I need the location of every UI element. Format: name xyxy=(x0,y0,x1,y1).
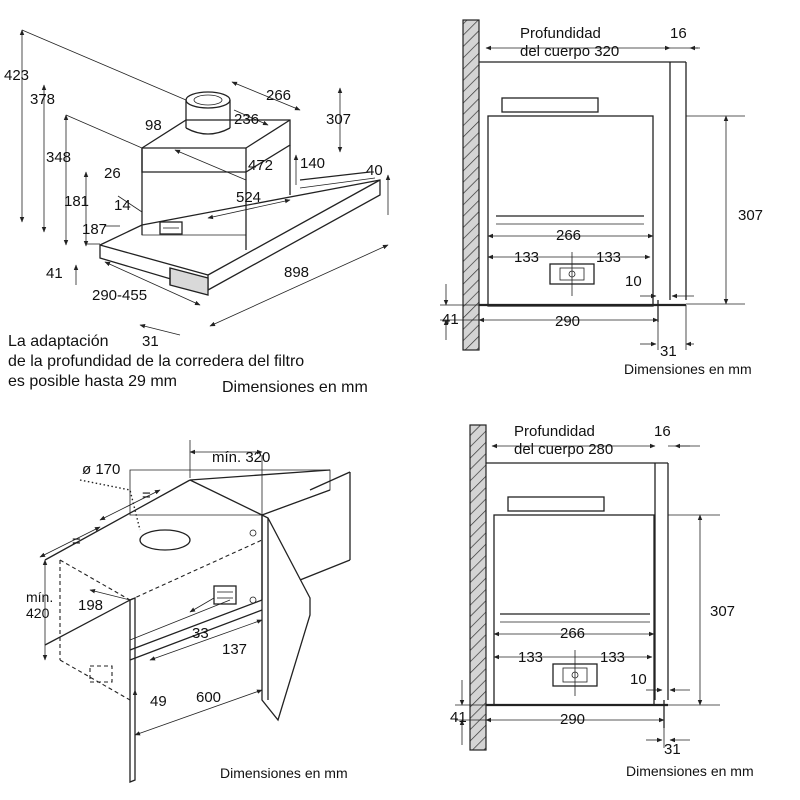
dim-equal-1: = xyxy=(142,487,151,504)
dim-348: 348 xyxy=(46,149,71,166)
dim-307-b: 307 xyxy=(710,603,735,620)
iso-hood-dimensions: 423 378 348 181 187 41 26 14 98 266 236 … xyxy=(4,67,383,396)
dim-236: 236 xyxy=(234,111,259,128)
dim-41-right: 41 xyxy=(442,311,459,328)
dim-290-right: 290 xyxy=(555,313,580,330)
dim-307: 307 xyxy=(326,111,351,128)
section-280-drawing xyxy=(455,424,720,751)
dim-133-a: 133 xyxy=(514,249,539,266)
dim-378: 378 xyxy=(30,91,55,108)
dim-524: 524 xyxy=(236,189,261,206)
caption-top-right: Dimensiones en mm xyxy=(624,361,752,377)
dim-hole-diameter: ø 170 xyxy=(82,461,120,478)
dim-equal-2: = xyxy=(72,533,81,550)
caption-bottom-left: Dimensiones en mm xyxy=(220,765,348,781)
dim-290-455: 290-455 xyxy=(92,287,147,304)
dim-198: 198 xyxy=(78,597,103,614)
dim-49: 49 xyxy=(150,693,167,710)
dim-min-320: mín. 320 xyxy=(212,449,270,466)
dim-137: 137 xyxy=(222,641,247,658)
dim-31-b: 31 xyxy=(664,741,681,758)
dim-14: 14 xyxy=(114,197,131,214)
dim-181: 181 xyxy=(64,193,89,210)
dim-266-b: 266 xyxy=(560,625,585,642)
section-320-drawing xyxy=(440,19,745,351)
dim-16-b: 16 xyxy=(654,423,671,440)
dim-31: 31 xyxy=(142,333,159,350)
dim-41-b: 41 xyxy=(450,709,467,726)
dim-307-right: 307 xyxy=(738,207,763,224)
dim-min-420-b: 420 xyxy=(26,605,50,621)
dim-133-b: 133 xyxy=(596,249,621,266)
cabinet-installation-drawing xyxy=(39,440,351,783)
depth-label-320-l1: Profundidad xyxy=(520,25,601,42)
dim-290-b: 290 xyxy=(560,711,585,728)
caption-top-left: Dimensiones en mm xyxy=(222,379,368,396)
dim-133-d: 133 xyxy=(600,649,625,666)
dim-41: 41 xyxy=(46,265,63,282)
caption-bottom-right: Dimensiones en mm xyxy=(626,763,754,779)
dim-187: 187 xyxy=(82,221,107,238)
dim-140: 140 xyxy=(300,155,325,172)
dim-31-right: 31 xyxy=(660,343,677,360)
dim-266: 266 xyxy=(266,87,291,104)
dim-423: 423 xyxy=(4,67,29,84)
dim-min-420-a: mín. xyxy=(26,589,53,605)
section-320-dimensions: Profundidad del cuerpo 320 16 307 266 13… xyxy=(442,25,763,377)
dim-10-b: 10 xyxy=(630,671,647,688)
iso-hood-drawing xyxy=(19,29,391,336)
depth-label-320-l2: del cuerpo 320 xyxy=(520,43,619,60)
dim-10: 10 xyxy=(625,273,642,290)
dim-26: 26 xyxy=(104,165,121,182)
dim-898: 898 xyxy=(284,264,309,281)
dim-600: 600 xyxy=(196,689,221,706)
dim-98: 98 xyxy=(145,117,162,134)
dim-16: 16 xyxy=(670,25,687,42)
note-line-3: es posible hasta 29 mm xyxy=(8,373,177,390)
depth-label-280-l1: Profundidad xyxy=(514,423,595,440)
dim-133-c: 133 xyxy=(518,649,543,666)
note-line-2: de la profundidad de la corredera del fi… xyxy=(8,353,304,370)
dim-40: 40 xyxy=(366,162,383,179)
dim-33: 33 xyxy=(192,625,209,642)
section-280-dimensions: Profundidad del cuerpo 280 16 307 266 13… xyxy=(450,423,754,779)
depth-label-280-l2: del cuerpo 280 xyxy=(514,441,613,458)
cabinet-installation-dimensions: ø 170 mín. 320 = = mín. 420 198 33 137 4… xyxy=(26,449,348,781)
dim-266-right: 266 xyxy=(556,227,581,244)
note-line-1: La adaptación xyxy=(8,333,109,350)
dim-472: 472 xyxy=(248,157,273,174)
